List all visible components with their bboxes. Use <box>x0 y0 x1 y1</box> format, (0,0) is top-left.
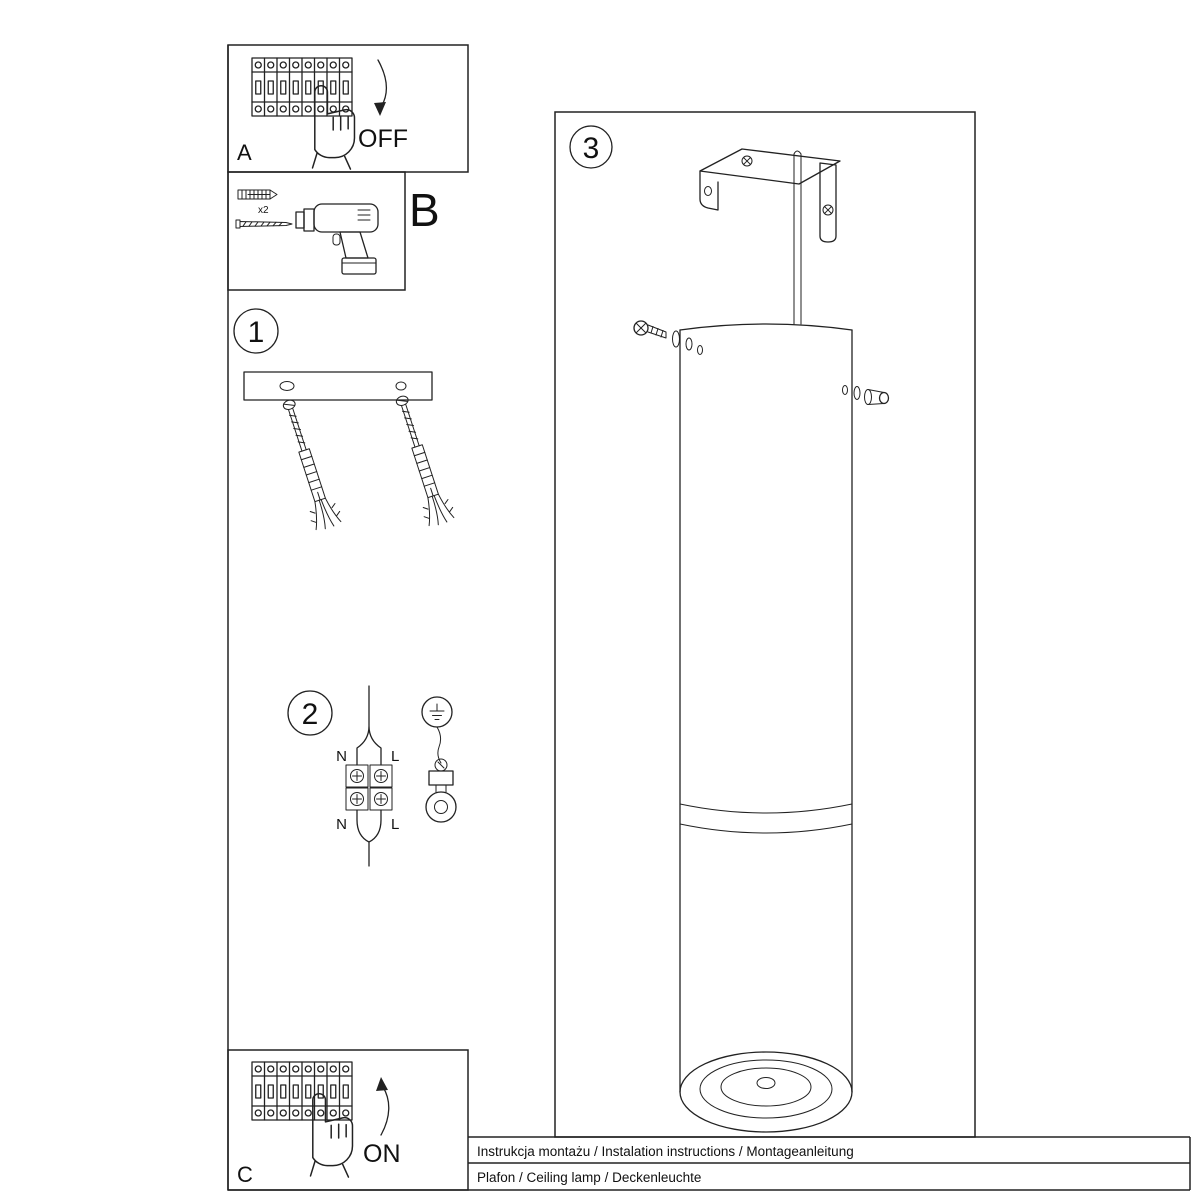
ceiling-bracket-icon <box>699 148 841 325</box>
drill-icon <box>295 203 379 275</box>
svg-text:3: 3 <box>583 132 600 165</box>
side-screw-left-icon <box>633 320 703 355</box>
off-label: OFF <box>358 125 408 153</box>
wall-plug-icon <box>237 189 278 200</box>
panel-b-box <box>227 171 406 291</box>
lamp-body <box>679 323 853 1133</box>
step-3-box <box>554 111 976 1138</box>
wall-anchor-left-icon <box>273 395 344 533</box>
ground-symbol-icon <box>421 696 453 728</box>
panel-c-label: C <box>237 1162 253 1187</box>
panel-a-label: A <box>237 140 252 165</box>
step-3: 3 <box>569 125 890 1133</box>
wire-label-n-bottom: N <box>336 816 347 833</box>
wire-label-l-top: L <box>391 748 399 765</box>
ground-terminal-icon <box>425 726 457 823</box>
step-1-badge: 1 <box>233 308 279 354</box>
step-2-badge: 2 <box>287 690 333 736</box>
breaker-panel-icon <box>251 1061 353 1121</box>
footer-line-1: Instrukcja montażu / Instalation instruc… <box>477 1144 854 1159</box>
wiring-diagram: N L N L <box>336 685 399 867</box>
footer-line-2: Plafon / Ceiling lamp / Deckenleuchte <box>477 1170 701 1185</box>
side-screw-right-icon <box>842 385 890 405</box>
panel-b: x2 B <box>235 184 440 275</box>
on-label: ON <box>363 1140 401 1168</box>
wire-label-l-bottom: L <box>391 816 399 833</box>
screw-icon <box>235 219 293 229</box>
mounting-plate-icon <box>243 371 433 401</box>
wall-anchor-right-icon <box>386 391 457 529</box>
step-1: 1 <box>233 308 457 533</box>
step-2: 2 N L N L <box>287 685 457 867</box>
off-arrow-icon <box>374 59 387 116</box>
panel-c: ON C <box>237 1061 401 1187</box>
wire-label-n-top: N <box>336 748 347 765</box>
on-arrow-icon <box>376 1077 390 1136</box>
footer: Instrukcja montażu / Instalation instruc… <box>477 1144 854 1185</box>
sheet-borders <box>227 44 1191 1191</box>
breaker-panel-icon <box>251 57 353 117</box>
lamp-illustration <box>633 148 890 1133</box>
svg-text:2: 2 <box>302 698 319 731</box>
panel-b-label: B <box>409 184 440 236</box>
svg-text:1: 1 <box>248 316 265 349</box>
hand-icon <box>311 84 356 170</box>
panel-a: OFF A <box>237 57 408 170</box>
anchor-count-label: x2 <box>258 205 269 216</box>
step-3-badge: 3 <box>569 125 613 169</box>
terminal-block-icon <box>345 764 393 811</box>
